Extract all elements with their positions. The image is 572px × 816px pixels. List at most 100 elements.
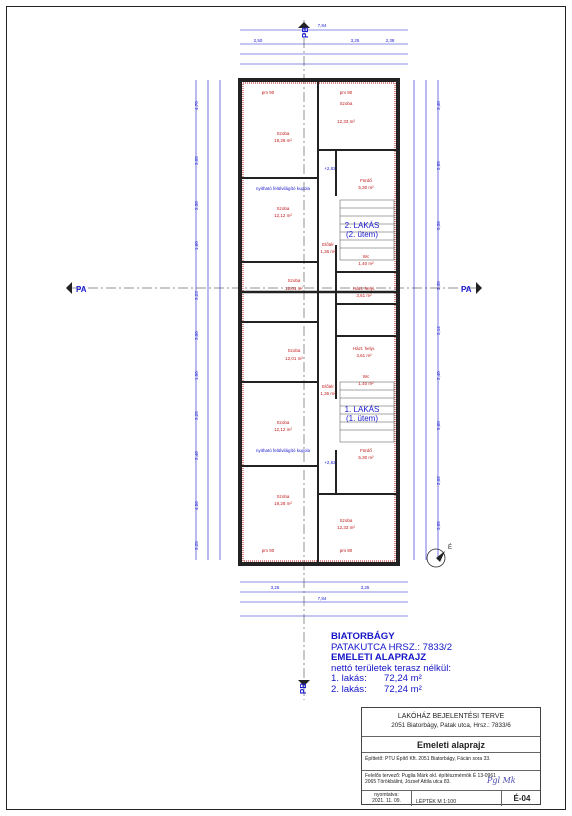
svg-text:12,33 m²: 12,33 m² bbox=[337, 525, 355, 530]
legend-row: 1. lakás:72,24 m² bbox=[331, 673, 422, 685]
svg-text:pm 90: pm 90 bbox=[262, 548, 275, 553]
section-mark-bottom: PB bbox=[299, 683, 308, 694]
title-block-drawing-name: Emeleti alaprajz bbox=[362, 737, 540, 753]
legend-address: PATAKUTCA HRSZ.: 7833/2 bbox=[331, 641, 453, 653]
bottom-dim-2: 3,25 bbox=[361, 585, 370, 590]
svg-text:Szoba: Szoba bbox=[288, 348, 301, 353]
legend-city: BIATORBÁGY bbox=[331, 631, 395, 642]
svg-text:Házt. helyi.: Házt. helyi. bbox=[353, 286, 375, 291]
svg-text:12,01 m²: 12,01 m² bbox=[285, 286, 303, 291]
svg-text:Wc: Wc bbox=[363, 254, 370, 259]
svg-text:3,61 m²: 3,61 m² bbox=[356, 353, 372, 358]
svg-text:Szoba: Szoba bbox=[277, 206, 290, 211]
svg-text:1,40 m²: 1,40 m² bbox=[358, 381, 374, 386]
svg-text:1,36 m²: 1,36 m² bbox=[320, 249, 336, 254]
section-arrow-right bbox=[476, 282, 482, 294]
section-mark-top: PB bbox=[301, 27, 310, 38]
section-mark-left: PA bbox=[76, 285, 87, 294]
left-dimension-labels: 4,70 3,05 2,38 1,60 3,23 3,00 1,50 3,25 … bbox=[194, 101, 199, 550]
title-block-builder: Építtető: PTU Építő Kft. 2051 Biatorbágy… bbox=[362, 753, 540, 771]
svg-text:nyitható felülvilágító kupola: nyitható felülvilágító kupola bbox=[256, 186, 311, 191]
svg-text:Szoba: Szoba bbox=[277, 494, 290, 499]
bottom-total-dim: 7,84 bbox=[318, 596, 327, 601]
svg-text:3,25: 3,25 bbox=[194, 411, 199, 420]
svg-text:5,30 m²: 5,30 m² bbox=[358, 185, 374, 190]
svg-text:1,36 m²: 1,36 m² bbox=[320, 391, 336, 396]
room-labels: Szoba 19,28 m² Szoba 12,33 m² Fürdő 5,30 m²… bbox=[262, 90, 375, 553]
svg-text:12,33 m²: 12,33 m² bbox=[337, 119, 355, 124]
stair-lower bbox=[339, 381, 395, 443]
interior-walls bbox=[242, 82, 396, 562]
right-dimension-labels: 3,40 2,88 5,36 2,38 3,14 2,40 5,60 2,02 … bbox=[436, 101, 441, 530]
top-total-dim: 7,84 bbox=[318, 23, 327, 28]
print-date: nyomtatva:2021. 11. 09. bbox=[362, 791, 412, 806]
svg-text:19,28 m²: 19,28 m² bbox=[274, 138, 292, 143]
apartment-1-sub: (1. ütem) bbox=[346, 414, 378, 423]
svg-text:5,30 m²: 5,30 m² bbox=[358, 455, 374, 460]
svg-text:4,56: 4,56 bbox=[194, 501, 199, 510]
svg-text:3,25: 3,25 bbox=[194, 541, 199, 550]
svg-text:+2,82: +2,82 bbox=[324, 166, 336, 171]
svg-text:2,38: 2,38 bbox=[436, 281, 441, 290]
apartment-1-title: 1. LAKÁS bbox=[345, 405, 380, 414]
section-arrow-bottom bbox=[298, 680, 310, 686]
svg-text:3,05: 3,05 bbox=[194, 156, 199, 165]
svg-text:1,60: 1,60 bbox=[194, 241, 199, 250]
svg-text:É: É bbox=[448, 544, 452, 551]
top-dim-3: 2,38 bbox=[386, 38, 395, 43]
scale: LÉPTÉK M 1:100 bbox=[412, 791, 502, 806]
signature: Pgl Mk bbox=[487, 776, 516, 785]
title-block: LAKÓHÁZ BEJELENTÉSI TERVE 2051 Biatorbág… bbox=[361, 707, 541, 806]
top-dim-2: 3,25 bbox=[351, 38, 360, 43]
title-block-designer: Felelős tervező: Puglia Márk okl. építés… bbox=[362, 771, 540, 791]
north-arrow-icon: É bbox=[426, 544, 452, 568]
svg-text:pm 90: pm 90 bbox=[262, 90, 275, 95]
svg-text:pm 90: pm 90 bbox=[340, 90, 353, 95]
legend-note: nettó területek terasz nélkül: bbox=[331, 662, 451, 674]
svg-text:Szoba: Szoba bbox=[340, 518, 353, 523]
svg-text:1,40 m²: 1,40 m² bbox=[358, 261, 374, 266]
svg-text:pm 90: pm 90 bbox=[340, 548, 353, 553]
building-outline bbox=[238, 78, 400, 566]
title-block-footer: nyomtatva:2021. 11. 09. LÉPTÉK M 1:100 É… bbox=[362, 791, 540, 806]
svg-text:12,12 m²: 12,12 m² bbox=[274, 427, 292, 432]
svg-text:3,61 m²: 3,61 m² bbox=[356, 293, 372, 298]
title-block-project: LAKÓHÁZ BEJELENTÉSI TERVE 2051 Biatorbág… bbox=[362, 708, 540, 737]
svg-text:2,46: 2,46 bbox=[194, 451, 199, 460]
svg-text:5,36: 5,36 bbox=[436, 221, 441, 230]
svg-text:+2,82: +2,82 bbox=[324, 460, 336, 465]
svg-text:12,01 m²: 12,01 m² bbox=[285, 356, 303, 361]
section-arrow-left bbox=[66, 282, 72, 294]
svg-text:Előtér: Előtér bbox=[322, 242, 334, 247]
svg-text:1,50: 1,50 bbox=[194, 371, 199, 380]
top-dim-1: 2,50 bbox=[254, 38, 263, 43]
svg-text:Fürdő: Fürdő bbox=[360, 178, 372, 183]
svg-text:Előtér: Előtér bbox=[322, 384, 334, 389]
svg-text:Szoba: Szoba bbox=[277, 131, 290, 136]
svg-text:12,12 m²: 12,12 m² bbox=[274, 213, 292, 218]
svg-text:4,70: 4,70 bbox=[194, 101, 199, 110]
svg-text:Házt. helyi.: Házt. helyi. bbox=[353, 346, 375, 351]
svg-text:5,60: 5,60 bbox=[436, 421, 441, 430]
section-arrow-top bbox=[298, 22, 310, 28]
apartment-2-sub: (2. ütem) bbox=[346, 230, 378, 239]
svg-text:3,00: 3,00 bbox=[194, 331, 199, 340]
svg-text:2,40: 2,40 bbox=[436, 371, 441, 380]
svg-text:nyitható felülvilágító kupola: nyitható felülvilágító kupola bbox=[256, 448, 311, 453]
svg-text:2,38: 2,38 bbox=[194, 201, 199, 210]
svg-text:2,02: 2,02 bbox=[436, 476, 441, 485]
svg-text:3,23: 3,23 bbox=[194, 291, 199, 300]
sheet-border bbox=[6, 6, 566, 810]
misc-labels: nyitható felülvilágító kupola nyitható f… bbox=[256, 166, 336, 465]
svg-text:Szoba: Szoba bbox=[277, 420, 290, 425]
section-mark-right: PA bbox=[461, 285, 472, 294]
legend-row: 2. lakás:72,24 m² bbox=[331, 683, 422, 695]
svg-text:Wc: Wc bbox=[363, 374, 370, 379]
svg-text:3,40: 3,40 bbox=[436, 101, 441, 110]
svg-text:3,14: 3,14 bbox=[436, 326, 441, 335]
apartment-2-title: 2. LAKÁS bbox=[345, 221, 380, 230]
svg-text:19,28 m²: 19,28 m² bbox=[274, 501, 292, 506]
svg-text:Fürdő: Fürdő bbox=[360, 448, 372, 453]
